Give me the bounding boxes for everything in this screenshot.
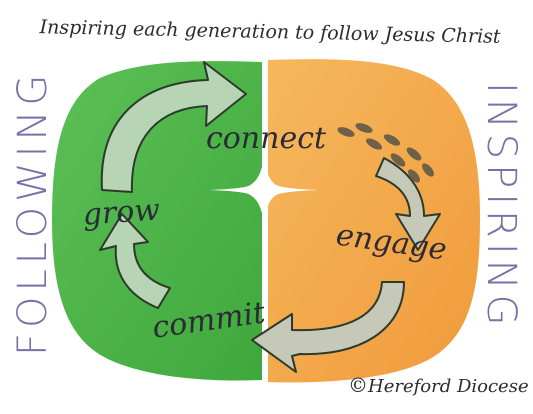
- footprints-icon: [337, 123, 434, 183]
- tagline: Inspiring each generation to follow Jesu…: [38, 16, 501, 48]
- star-rays: [210, 168, 318, 212]
- arrow-commit-to-grow: [99, 213, 171, 309]
- credit-text: Hereford Diocese: [367, 376, 529, 397]
- arrow-connect-to-engage: [375, 157, 441, 251]
- side-word-inspiring: INSPIRING: [478, 82, 524, 331]
- arrow-grow-to-connect: [100, 61, 247, 193]
- green-half: [52, 61, 262, 381]
- side-word-following: FOLLOWING: [10, 70, 56, 356]
- copyright-symbol: ©: [348, 373, 368, 397]
- credit: © Hereford Diocese: [348, 373, 529, 397]
- label-connect: connect: [206, 121, 327, 156]
- arrow-engage-to-commit: [251, 281, 405, 373]
- label-grow: grow: [82, 192, 162, 232]
- orange-half: [268, 59, 480, 383]
